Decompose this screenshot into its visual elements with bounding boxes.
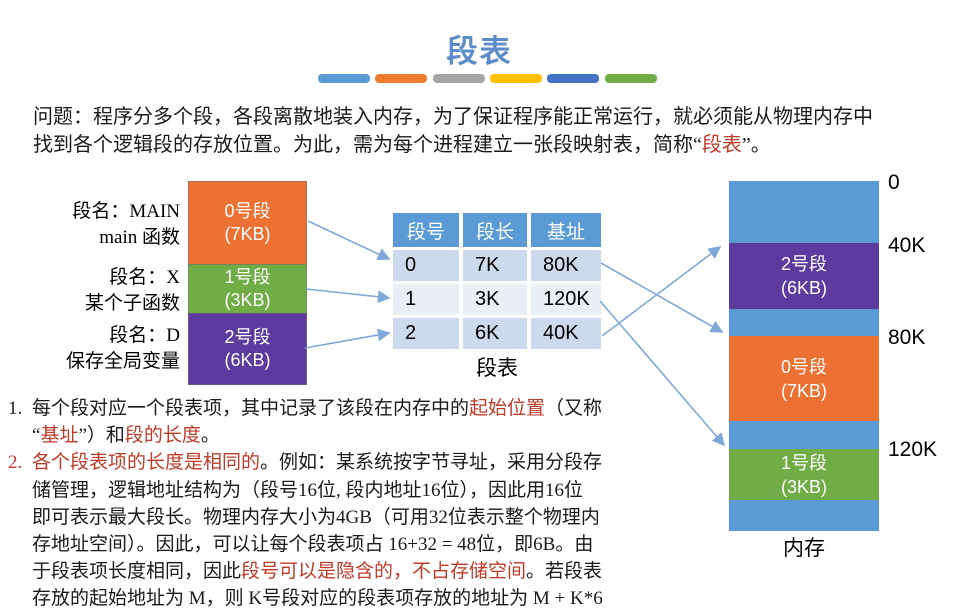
memory-segment-0号段: 0号段 (7KB) xyxy=(729,336,879,421)
segment-name-label-1: 段名：MAIN main 函数 xyxy=(30,199,180,251)
segment-table-caption: 段表 xyxy=(476,356,518,380)
intro-text: 问题：程序分多个段，各段离散地装入内存，为了保证程序能正常运行，就必须能从物理内… xyxy=(33,106,873,128)
note-highlight: 段号可以是隐含的，不占存储空间 xyxy=(241,561,527,583)
memory-segment-name: 2号段 xyxy=(780,254,827,274)
note-2-line-5: 于段表项长度相同，因此段号可以是隐含的，不占存储空间。若段表 xyxy=(32,558,680,585)
mapping-arrow-6 xyxy=(601,246,722,337)
note-text: 即可表示最大段长。物理内存大小为4GB（可用32位表示整个物理内 xyxy=(32,506,600,528)
segment-name-line2: main 函数 xyxy=(99,227,180,248)
table-cell-r2c1: 6K xyxy=(463,318,527,349)
address-label-120K: 120K xyxy=(888,438,938,461)
intro-text: 找到各个逻辑段的存放位置。为此，需为每个进程建立一张段映射表，简称“ xyxy=(33,134,702,156)
memory-segment-size: (7KB) xyxy=(780,380,827,401)
intro-text: ”。 xyxy=(741,134,771,156)
note-1-line-1: 每个段对应一个段表项，其中记录了该段在内存中的起始位置（又称 xyxy=(32,395,680,422)
memory-segment-2号段: 2号段 (6KB) xyxy=(729,243,879,309)
note-number: 1. xyxy=(8,398,23,419)
notes-list: 1.每个段对应一个段表项，其中记录了该段在内存中的起始位置（又称“基址”）和段的… xyxy=(8,395,680,613)
note-text: 。若段表 xyxy=(526,561,603,583)
note-2-line-1: 各个段表项的长度是相同的。例如：某系统按字节寻址，采用分段存 xyxy=(32,449,680,476)
segment-size: (6KB) xyxy=(224,350,271,370)
note-item-1: 1.每个段对应一个段表项，其中记录了该段在内存中的起始位置（又称“基址”）和段的… xyxy=(8,395,680,449)
segment-name-line2: 保存全局变量 xyxy=(65,351,180,372)
note-2-line-6: 存放的起始地址为 M，则 K号段对应的段表项存放的地址为 M + K*6 xyxy=(32,585,680,612)
process-segment-0: 0号段 (7KB) xyxy=(188,181,307,265)
note-highlight: 基址 xyxy=(40,425,79,447)
mapping-arrow-4 xyxy=(600,262,724,333)
table-header-2: 段长 xyxy=(463,213,527,247)
mapping-arrow-1 xyxy=(307,220,391,261)
segment-name-line2: 某个子函数 xyxy=(84,293,180,314)
title-bar-5 xyxy=(547,74,600,83)
mapping-arrow-2 xyxy=(305,288,391,304)
note-number: 2. xyxy=(8,452,23,474)
address-label-40K: 40K xyxy=(888,234,926,257)
memory-segment-size: (6KB) xyxy=(780,278,827,298)
note-2-line-4: 存地址空间）。因此，可以让每个段表项占 16+32 = 48位，即6B。由 xyxy=(32,531,680,558)
note-text: 存放的起始地址为 M，则 K号段对应的段表项存放的地址为 M + K*6 xyxy=(32,588,603,610)
memory-segment-name: 1号段 xyxy=(780,452,827,473)
process-segment-1: 1号段 (3KB) xyxy=(188,264,307,314)
memory-caption: 内存 xyxy=(783,536,825,560)
note-item-2: 2. 各个段表项的长度是相同的。例如：某系统按字节寻址，采用分段存储管理，逻辑地址… xyxy=(8,449,680,612)
table-header-3: 基址 xyxy=(531,213,601,247)
segment-size: (3KB) xyxy=(224,290,271,310)
note-text: 存地址空间）。因此，可以让每个段表项占 16+32 = 48位，即6B。由 xyxy=(32,534,594,556)
page-title: 段表 xyxy=(446,34,513,69)
title-bar-4 xyxy=(489,74,542,83)
memory-free-block xyxy=(729,309,879,336)
title-bar-1 xyxy=(318,74,370,83)
table-header-1: 段号 xyxy=(393,213,459,247)
table-cell-r1c2: 120K xyxy=(531,284,601,315)
segment-size: (7KB) xyxy=(224,224,271,244)
process-segment-2: 2号段 (6KB) xyxy=(188,313,307,385)
title-bar-2 xyxy=(375,74,428,83)
memory-free-block xyxy=(729,500,879,531)
intro-highlight: 段表 xyxy=(701,134,742,156)
title-bar-6 xyxy=(604,74,657,83)
note-highlight: 起始位置 xyxy=(469,398,546,419)
note-text: 每个段对应一个段表项，其中记录了该段在内存中的 xyxy=(32,398,470,419)
table-cell-r2c2: 40K xyxy=(531,318,601,349)
segment-name-label-2: 段名：X 某个子函数 xyxy=(30,265,180,317)
segment-name-line1: 段名：X xyxy=(109,267,180,288)
note-text: 储管理，逻辑地址结构为（段号16位, 段内地址16位），因此用16位 xyxy=(32,479,584,501)
memory-free-block xyxy=(729,181,879,243)
table-cell-r2c0: 2 xyxy=(393,318,459,349)
note-highlight: 各个段表项的长度是相同的 xyxy=(32,452,261,474)
segment-name: 0号段 xyxy=(224,201,271,221)
note-2-line-2: 储管理，逻辑地址结构为（段号16位, 段内地址16位），因此用16位 xyxy=(32,477,680,504)
intro-line-2: 找到各个逻辑段的存放位置。为此，需为每个进程建立一张段映射表，简称“段表”。 xyxy=(33,131,873,159)
note-highlight: 段的长度 xyxy=(124,425,201,447)
table-cell-r1c0: 1 xyxy=(393,284,459,315)
address-label-80K: 80K xyxy=(888,326,926,349)
note-text: 。例如：某系统按字节寻址，采用分段存 xyxy=(260,452,603,474)
address-label-0: 0 xyxy=(888,171,900,194)
segment-name: 2号段 xyxy=(224,327,271,347)
memory-segment-name: 0号段 xyxy=(780,356,827,377)
note-text: （又称 xyxy=(545,398,603,419)
mapping-arrow-3 xyxy=(304,328,391,349)
memory-free-block xyxy=(729,421,879,449)
table-cell-r0c0: 0 xyxy=(393,250,459,281)
segment-name-line1: 段名：MAIN xyxy=(72,201,180,222)
segment-name-label-3: 段名：D 保存全局变量 xyxy=(30,323,180,375)
memory-segment-size: (3KB) xyxy=(780,476,827,497)
title-bar-3 xyxy=(432,74,485,83)
note-text: “ xyxy=(32,425,41,447)
table-cell-r0c1: 7K xyxy=(463,250,527,281)
note-text: ”）和 xyxy=(78,425,125,447)
note-text: 。 xyxy=(200,425,220,447)
segment-name: 1号段 xyxy=(224,267,271,287)
segment-name-line1: 段名：D xyxy=(109,325,180,346)
note-2-line-3: 即可表示最大段长。物理内存大小为4GB（可用32位表示整个物理内 xyxy=(32,504,680,531)
intro-paragraph: 问题：程序分多个段，各段离散地装入内存，为了保证程序能正常运行，就必须能从物理内… xyxy=(33,103,873,159)
intro-line-1: 问题：程序分多个段，各段离散地装入内存，为了保证程序能正常运行，就必须能从物理内… xyxy=(33,103,873,131)
note-1-line-2: “基址”）和段的长度。 xyxy=(32,422,680,449)
table-cell-r1c1: 3K xyxy=(463,284,527,315)
note-text: 于段表项长度相同，因此 xyxy=(32,561,242,583)
memory-segment-1号段: 1号段 (3KB) xyxy=(729,449,879,500)
table-cell-r0c2: 80K xyxy=(531,250,601,281)
